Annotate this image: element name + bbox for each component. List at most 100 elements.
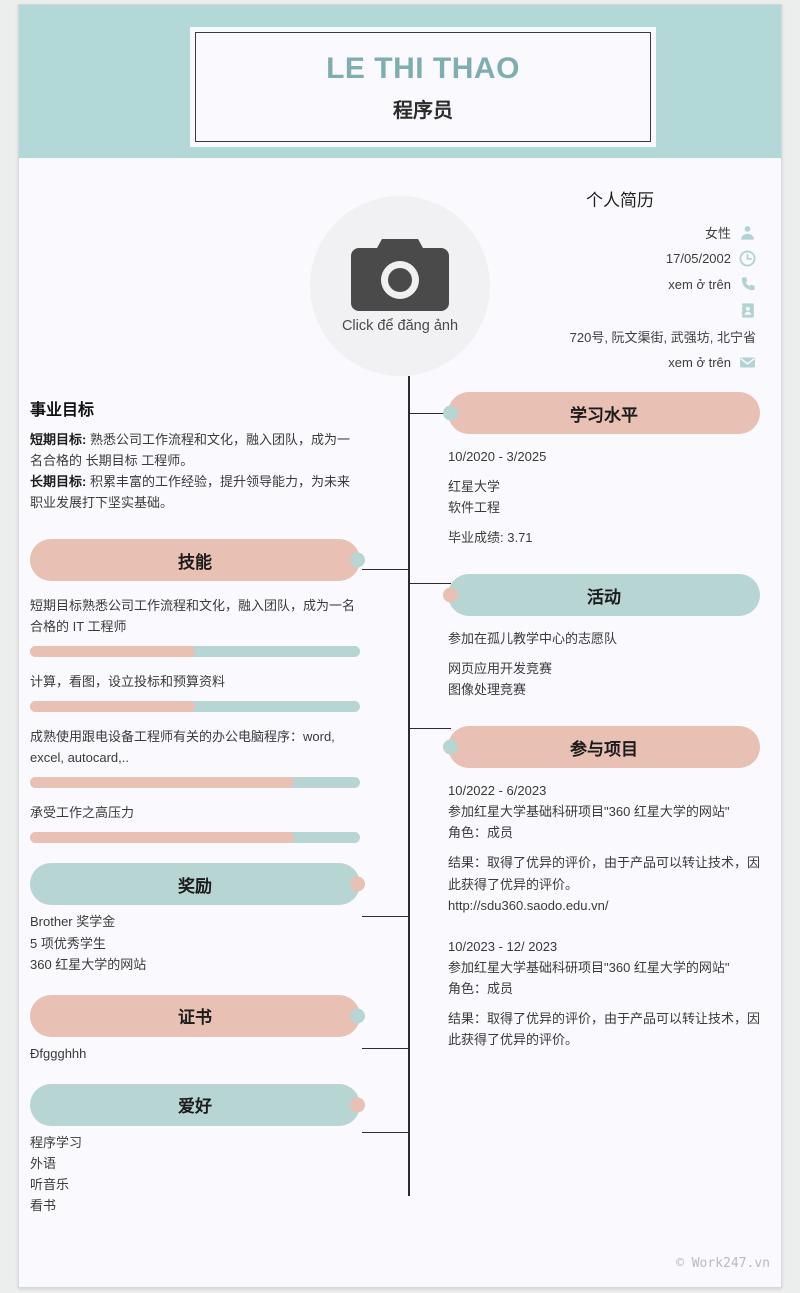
page-title: LE THI THAO	[326, 51, 520, 85]
projects-title: 参与项目	[570, 739, 638, 759]
camera-icon	[351, 238, 449, 311]
list-item: 程序学习	[30, 1134, 83, 1150]
career-short-goal: 短期目标: 熟悉公司工作流程和文化，融入团队，成为一名合格的 长期目标 工程师。	[30, 429, 360, 471]
email-value: xem ở trên	[668, 355, 731, 370]
list-item: 360 红星大学的网站	[30, 956, 147, 972]
section-career-objective: 事业目标 短期目标: 熟悉公司工作流程和文化，融入团队，成为一名合格的 长期目标…	[30, 396, 360, 513]
skill-bar	[30, 777, 360, 789]
skills-title: 技能	[178, 552, 212, 572]
education-period: 10/2020 - 3/2025	[448, 449, 547, 464]
skill-label: 承受工作之高压力	[30, 805, 135, 821]
info-row-address: 720号, 阮文渠街, 武强坊, 北宁省	[500, 327, 756, 346]
skills-list: 短期目标熟悉公司工作流程和文化，融入团队，成为一名合格的 IT 工程师 计算，看…	[30, 595, 360, 844]
career-short-label: 短期目标:	[30, 432, 87, 447]
skill-bar-fill	[30, 777, 294, 789]
activities-list: 参加在孤儿教学中心的志愿队 网页应用开发竞赛 图像处理竞赛	[448, 628, 760, 700]
hobbies-title: 爱好	[178, 1097, 212, 1117]
education-major: 软件工程	[448, 500, 501, 516]
list-item: 看书	[30, 1197, 57, 1213]
skill-bar	[30, 701, 360, 713]
skill-bar-fill	[30, 832, 294, 844]
watermark: © Work247.vn	[676, 1256, 770, 1271]
skill-item: 短期目标熟悉公司工作流程和文化，融入团队，成为一名合格的 IT 工程师	[30, 595, 360, 658]
section-header-certificates[interactable]: 证书	[30, 994, 365, 1037]
timeline-connector-activities	[408, 583, 451, 585]
skill-label: 成熟使用跟电设备工程师有关的办公电脑程序：word, excel, autoca…	[30, 729, 335, 766]
contact-card-icon	[740, 303, 754, 318]
project-result: 结果：取得了优异的评价，由于产品可以转让技术，因此获得了优异的评价。	[448, 1010, 761, 1047]
project-role: 角色：成员	[448, 980, 514, 996]
list-item: 图像处理竞赛	[448, 682, 527, 698]
education-gpa: 毕业成绩: 3.71	[448, 530, 533, 546]
info-row-email: xem ở trên	[500, 353, 756, 372]
project-description: 参加红星大学基础科研项目"360 红星大学的网站"	[448, 804, 730, 820]
education-details: 10/2020 - 3/2025 红星大学 软件工程 毕业成绩: 3.71	[448, 446, 760, 548]
list-item: 外语	[30, 1155, 57, 1171]
section-header-education[interactable]: 学习水平	[443, 392, 760, 434]
career-long-label: 长期目标:	[30, 474, 87, 490]
section-header-awards[interactable]: 奖励	[30, 863, 365, 906]
skill-label: 短期目标熟悉公司工作流程和文化，融入团队，成为一名合格的 IT 工程师	[30, 598, 356, 635]
photo-upload-button[interactable]: Click để đăng ảnh	[310, 196, 490, 376]
info-row-gender: 女性	[500, 223, 756, 242]
birthdate-value: 17/05/2002	[665, 251, 731, 266]
skill-bar	[30, 646, 360, 658]
awards-list: Brother 奖学金 5 项优秀学生 360 红星大学的网站	[30, 911, 360, 974]
address-value: 720号, 阮文渠街, 武强坊, 北宁省	[569, 330, 756, 345]
info-row-contact-card	[500, 301, 756, 320]
career-short-text: 熟悉公司工作流程和文化，融入团队，成为一名合格的 长期目标 工程师。	[30, 432, 350, 469]
timeline-connector-education	[408, 413, 451, 415]
skill-label: 计算，看图，设立投标和预算资料	[30, 674, 226, 690]
phone-value: xem ở trên	[668, 277, 731, 292]
timeline-dot-hobbies	[350, 1097, 365, 1113]
project-result: 结果：取得了优异的评价，由于产品可以转让技术，因此获得了优异的评价。	[448, 855, 761, 892]
info-row-birthdate: 17/05/2002	[500, 249, 756, 268]
timeline-dot-skills	[350, 552, 365, 568]
activities-title: 活动	[587, 587, 621, 607]
section-header-activities[interactable]: 活动	[443, 574, 760, 617]
education-school: 红星大学	[448, 479, 501, 495]
project-description: 参加红星大学基础科研项目"360 红星大学的网站"	[448, 959, 730, 975]
list-item: 网页应用开发竞赛	[448, 661, 553, 677]
career-long-goal: 长期目标: 积累丰富的工作经验，提升领导能力，为未来职业发展打下坚实基础。	[30, 471, 360, 513]
personal-info-panel: 个人简历 女性 17/05/2002 xem ở trên	[500, 186, 770, 379]
gender-value: 女性	[704, 226, 731, 241]
left-column: 事业目标 短期目标: 熟悉公司工作流程和文化，融入团队，成为一名合格的 长期目标…	[30, 396, 365, 1216]
project-entry: 10/2023 - 12/ 2023 参加红星大学基础科研项目"360 红星大学…	[448, 936, 760, 1050]
list-item: Đfggghhh	[30, 1045, 87, 1061]
certificates-list: Đfggghhh	[30, 1043, 360, 1064]
skill-bar-fill	[30, 646, 195, 658]
info-row-phone: xem ở trên	[500, 275, 756, 294]
timeline-dot-education	[443, 405, 458, 421]
timeline-dot-certificates	[350, 1008, 365, 1024]
project-link[interactable]: http://sdu360.saodo.edu.vn/	[448, 897, 609, 913]
clock-icon	[739, 250, 756, 267]
skill-item: 承受工作之高压力	[30, 802, 360, 844]
timeline-connector-hobbies	[362, 1132, 408, 1134]
career-heading: 事业目标	[30, 402, 95, 419]
timeline-spine	[408, 376, 410, 1196]
project-entry: 10/2022 - 6/2023 参加红星大学基础科研项目"360 红星大学的网…	[448, 780, 760, 915]
timeline-dot-projects	[443, 739, 458, 755]
skill-bar-fill	[30, 701, 195, 713]
name-card: LE THI THAO 程序员	[190, 27, 656, 147]
timeline-connector-certificates	[362, 1048, 408, 1050]
skill-bar	[30, 832, 360, 844]
timeline-connector-skills	[362, 569, 408, 571]
awards-title: 奖励	[178, 876, 212, 896]
person-icon	[741, 226, 754, 240]
education-title: 学习水平	[570, 405, 638, 425]
list-item: 听音乐	[30, 1176, 70, 1192]
section-header-skills[interactable]: 技能	[30, 539, 365, 582]
job-title: 程序员	[393, 99, 453, 122]
project-period: 10/2023 - 12/ 2023	[448, 938, 558, 954]
section-header-hobbies[interactable]: 爱好	[30, 1083, 365, 1126]
header-banner: LE THI THAO 程序员	[19, 5, 781, 158]
photo-upload-label: Click để đăng ảnh	[341, 317, 459, 334]
project-period: 10/2022 - 6/2023	[448, 783, 547, 799]
section-header-projects[interactable]: 参与项目	[443, 726, 760, 769]
timeline-dot-activities	[443, 587, 458, 603]
timeline-connector-awards	[362, 916, 408, 918]
personal-info-title: 个人简历	[586, 191, 654, 210]
list-item: 参加在孤儿教学中心的志愿队	[448, 631, 618, 647]
